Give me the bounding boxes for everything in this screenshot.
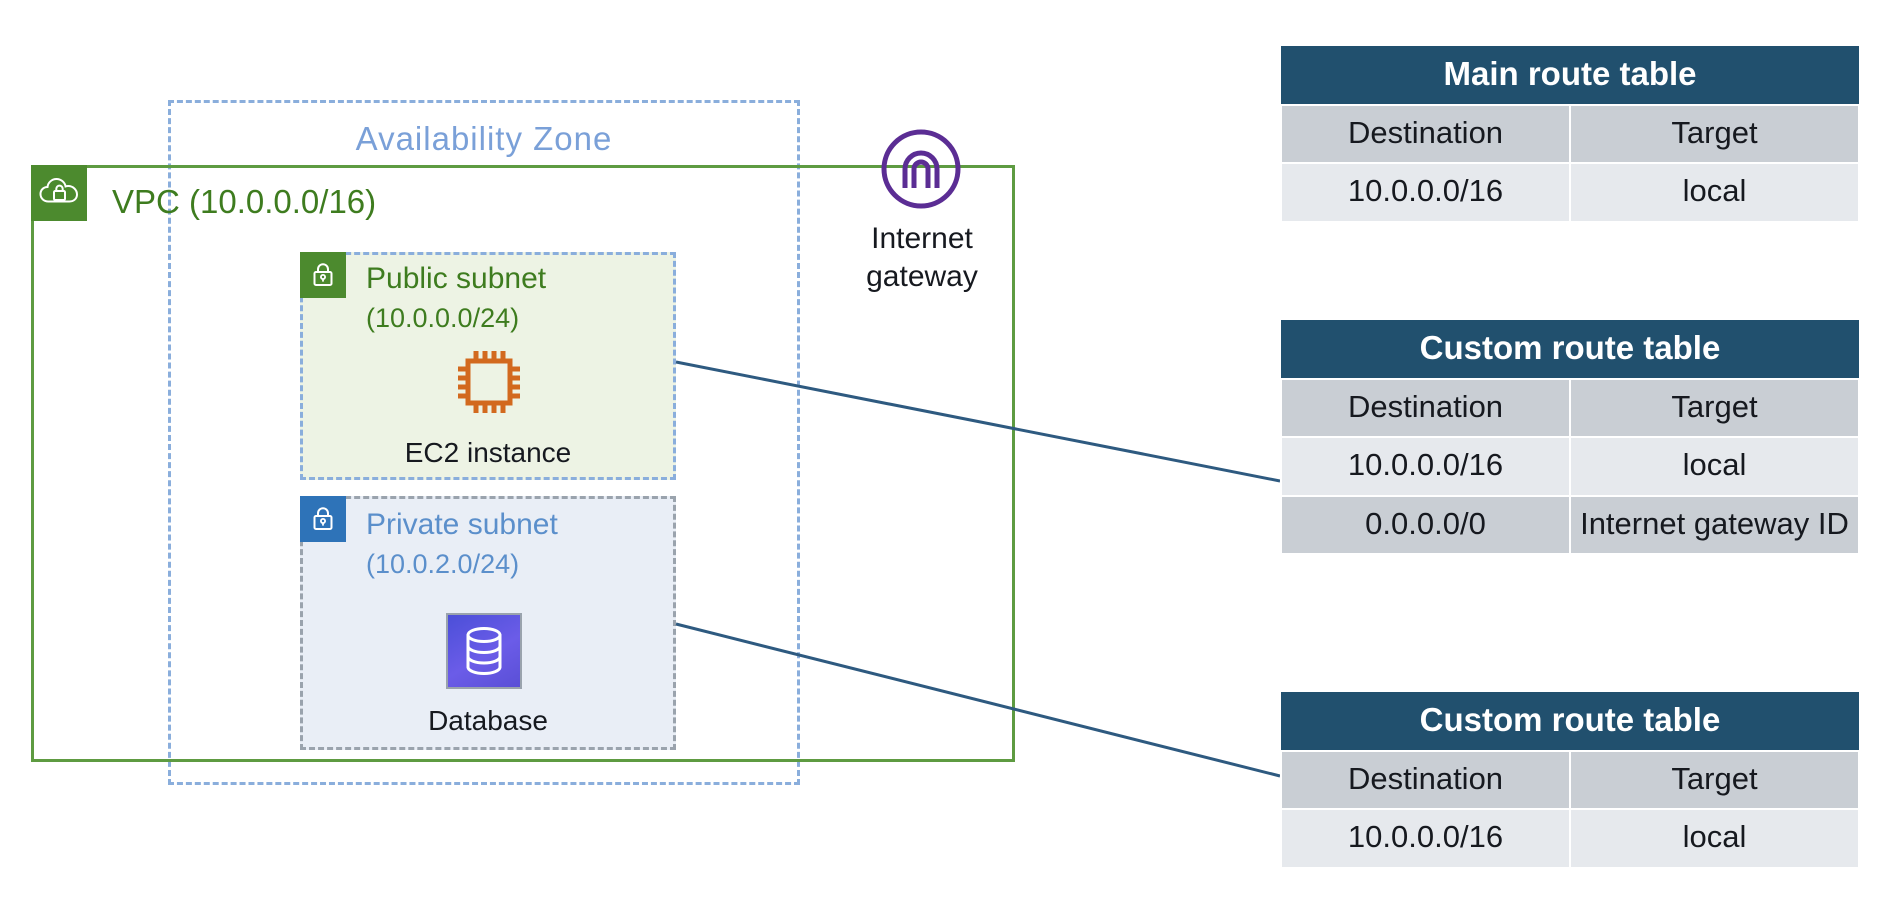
route-table-title-row: Custom route table [1281, 692, 1859, 751]
route-table-header-row: Destination Target [1280, 750, 1860, 810]
cell-target: local [1569, 436, 1860, 497]
cell-destination: 10.0.0.0/16 [1280, 436, 1571, 497]
column-header-destination: Destination [1280, 378, 1571, 438]
public-subnet-title: Public subnet [366, 262, 547, 295]
table-row: 10.0.0.0/16 local [1280, 808, 1860, 869]
route-table-title: Custom route table [1281, 320, 1859, 379]
column-header-target: Target [1569, 104, 1860, 164]
database-label: Database [428, 705, 548, 736]
route-table-header-row: Destination Target [1280, 378, 1860, 438]
public-subnet-box [300, 252, 676, 480]
route-table-header-row: Destination Target [1280, 104, 1860, 164]
route-table-title: Main route table [1281, 46, 1859, 105]
ec2-instance-label: EC2 instance [404, 437, 572, 468]
custom-route-table-1: Custom route table Destination Target 10… [1280, 320, 1860, 556]
availability-zone-label: Availability Zone [355, 120, 613, 157]
cell-target: local [1569, 162, 1860, 223]
private-subnet-title: Private subnet [366, 508, 558, 541]
main-route-table: Main route table Destination Target 10.0… [1280, 46, 1860, 223]
route-table-title-row: Custom route table [1281, 320, 1859, 379]
custom-route-table-2: Custom route table Destination Target 10… [1280, 692, 1860, 869]
cell-target: local [1569, 808, 1860, 869]
column-header-target: Target [1569, 750, 1860, 810]
private-subnet-lock-icon [300, 496, 346, 542]
database-cylinder-icon [446, 613, 522, 689]
cell-target: Internet gateway ID [1569, 494, 1860, 556]
public-subnet-cidr: (10.0.0.0/24) [366, 303, 520, 333]
column-header-target: Target [1569, 378, 1860, 438]
ec2-chip-icon [452, 345, 526, 419]
cell-destination: 10.0.0.0/16 [1280, 162, 1571, 223]
vpc-label: VPC (10.0.0.0/16) [112, 183, 377, 220]
table-row: 10.0.0.0/16 local [1280, 436, 1860, 497]
public-subnet-lock-icon [300, 252, 346, 298]
cell-destination: 10.0.0.0/16 [1280, 808, 1571, 869]
route-table-title-row: Main route table [1281, 46, 1859, 105]
vpc-cloud-lock-icon [31, 165, 87, 221]
internet-gateway-icon [880, 128, 962, 210]
table-row: 0.0.0.0/0 Internet gateway ID [1280, 494, 1860, 556]
route-table-title: Custom route table [1281, 692, 1859, 751]
column-header-destination: Destination [1280, 750, 1571, 810]
column-header-destination: Destination [1280, 104, 1571, 164]
table-row: 10.0.0.0/16 local [1280, 162, 1860, 223]
private-subnet-cidr: (10.0.2.0/24) [366, 549, 520, 579]
cell-destination: 0.0.0.0/0 [1280, 494, 1571, 556]
internet-gateway-label: Internet gateway [866, 222, 978, 293]
